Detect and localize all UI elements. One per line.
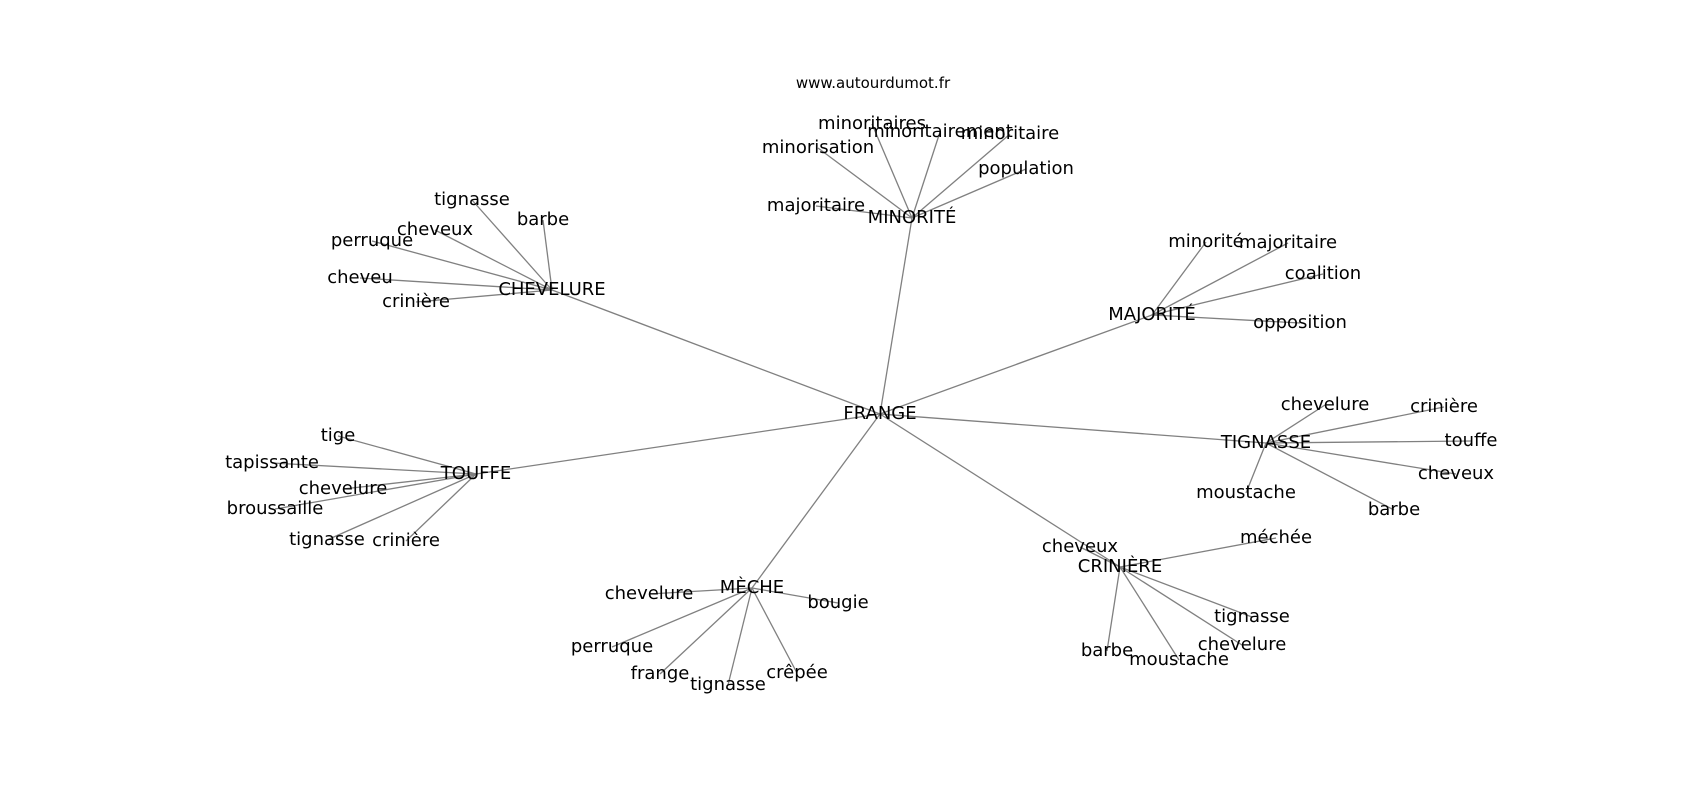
leaf-majorite[interactable]: coalition <box>1285 263 1361 284</box>
leaf-chevelure[interactable]: barbe <box>517 209 569 230</box>
edge-criniere-leaf <box>1119 566 1180 661</box>
leaf-chevelure[interactable]: cheveux <box>397 219 474 240</box>
edge-minorite-leaf <box>911 168 1027 219</box>
leaf-touffe[interactable]: chevelure <box>299 478 388 499</box>
leaf-criniere[interactable]: barbe <box>1081 640 1133 661</box>
leaf-minorite[interactable]: minoritairement <box>867 121 1013 142</box>
edge-tignasse-leaf <box>1245 442 1267 494</box>
edge-criniere-leaf <box>1119 566 1253 618</box>
leaf-criniere[interactable]: méchée <box>1240 527 1312 548</box>
edge-minorite-leaf <box>911 131 941 219</box>
node-center[interactable]: FRANGE <box>843 403 916 424</box>
edge-touffe-leaf <box>405 473 477 542</box>
edge-tignasse-leaf <box>1265 406 1445 444</box>
edge-chevelure-leaf <box>359 277 553 291</box>
leaf-minorite[interactable]: minoritaires <box>818 113 926 134</box>
edge-criniere-leaf <box>1079 546 1121 568</box>
edge-meche-leaf <box>727 587 753 686</box>
site-credit[interactable]: www.autourdumot.fr <box>796 74 951 92</box>
edge-touffe-leaf <box>326 473 477 541</box>
leaf-meche[interactable]: frange <box>631 663 690 684</box>
edge-chevelure-leaf <box>371 240 553 291</box>
edge-majorite-leaf <box>1151 241 1207 316</box>
edge-meche-leaf <box>648 587 753 595</box>
edge-center-meche <box>751 413 881 589</box>
leaf-chevelure[interactable]: tignasse <box>434 189 510 210</box>
edge-touffe-leaf <box>271 462 477 475</box>
node-touffe[interactable]: TOUFFE <box>440 463 511 484</box>
edge-center-tignasse <box>879 413 1267 444</box>
edge-touffe-leaf <box>337 435 477 475</box>
edge-touffe-leaf <box>342 473 477 490</box>
leaf-criniere[interactable]: cheveux <box>1042 536 1119 557</box>
leaf-tignasse[interactable]: touffe <box>1445 430 1498 451</box>
node-majorite[interactable]: MAJORITÉ <box>1108 303 1196 325</box>
leaf-majorite[interactable]: majoritaire <box>1239 232 1337 253</box>
leaf-minorite[interactable]: majoritaire <box>767 195 865 216</box>
edge-tignasse-leaf <box>1265 404 1326 444</box>
edge-minorite-leaf <box>817 147 913 219</box>
edge-center-touffe <box>475 413 881 475</box>
leaf-touffe[interactable]: tige <box>321 425 356 446</box>
leaf-chevelure[interactable]: crinière <box>382 291 450 312</box>
node-tignasse[interactable]: TIGNASSE <box>1220 432 1311 453</box>
leaf-majorite[interactable]: opposition <box>1253 312 1347 333</box>
edge-meche-leaf <box>751 587 798 674</box>
node-minorite[interactable]: MINORITÉ <box>868 206 957 228</box>
edge-touffe-leaf <box>274 473 477 510</box>
edge-majorite-leaf <box>1151 242 1289 316</box>
graph-labels: www.autourdumot.fr FRANGE MINORITÉ minorit… <box>225 74 1497 695</box>
graph-edges <box>271 123 1472 686</box>
leaf-criniere[interactable]: tignasse <box>1214 606 1290 627</box>
leaf-tignasse[interactable]: moustache <box>1196 482 1296 503</box>
leaf-tignasse[interactable]: cheveux <box>1418 463 1495 484</box>
node-criniere[interactable]: CRINIÈRE <box>1078 555 1162 577</box>
leaf-meche[interactable]: perruque <box>571 636 653 657</box>
node-meche[interactable]: MÈCHE <box>720 576 784 598</box>
edge-meche-leaf <box>659 587 753 675</box>
leaf-meche[interactable]: chevelure <box>605 583 694 604</box>
node-chevelure[interactable]: CHEVELURE <box>498 279 605 300</box>
leaf-tignasse[interactable]: barbe <box>1368 499 1420 520</box>
edge-tignasse-leaf <box>1265 442 1395 511</box>
leaf-meche[interactable]: bougie <box>807 592 868 613</box>
leaf-tignasse[interactable]: crinière <box>1410 396 1478 417</box>
edge-tignasse-leaf <box>1265 440 1472 444</box>
edge-majorite-leaf <box>1151 314 1301 324</box>
leaf-minorite[interactable]: minorisation <box>762 137 874 158</box>
leaf-minorite[interactable]: population <box>978 158 1074 179</box>
edge-criniere-leaf <box>1106 566 1121 652</box>
leaf-criniere[interactable]: chevelure <box>1198 634 1287 655</box>
leaf-touffe[interactable]: tapissante <box>225 452 319 473</box>
leaf-criniere[interactable]: moustache <box>1129 649 1229 670</box>
leaf-touffe[interactable]: tignasse <box>289 529 365 550</box>
edge-center-majorite <box>879 314 1153 415</box>
leaf-meche[interactable]: crêpée <box>766 662 828 683</box>
leaf-chevelure[interactable]: perruque <box>331 230 413 251</box>
edge-criniere-leaf <box>1119 566 1243 646</box>
edge-tignasse-leaf <box>1265 442 1457 475</box>
edge-minorite-leaf <box>815 205 913 219</box>
leaf-meche[interactable]: tignasse <box>690 674 766 695</box>
edge-minorite-leaf <box>871 123 913 219</box>
edge-majorite-leaf <box>1151 273 1324 316</box>
edge-criniere-leaf <box>1119 537 1277 568</box>
edge-meche-leaf <box>751 587 839 604</box>
edge-chevelure-leaf <box>415 289 553 303</box>
edge-chevelure-leaf <box>434 229 553 291</box>
leaf-minorite[interactable]: minoritaire <box>961 123 1060 144</box>
edge-center-chevelure <box>551 289 881 415</box>
edge-meche-leaf <box>611 587 753 648</box>
edge-minorite-leaf <box>911 133 1011 219</box>
leaf-tignasse[interactable]: chevelure <box>1281 394 1370 415</box>
leaf-touffe[interactable]: broussaille <box>227 498 324 519</box>
edge-center-criniere <box>879 413 1121 568</box>
leaf-majorite[interactable]: minorité <box>1168 231 1244 252</box>
leaf-chevelure[interactable]: cheveu <box>327 267 393 288</box>
edge-center-minorite <box>879 217 913 415</box>
edge-chevelure-leaf <box>542 219 553 291</box>
edge-chevelure-leaf <box>471 199 553 291</box>
leaf-touffe[interactable]: crinière <box>372 530 440 551</box>
